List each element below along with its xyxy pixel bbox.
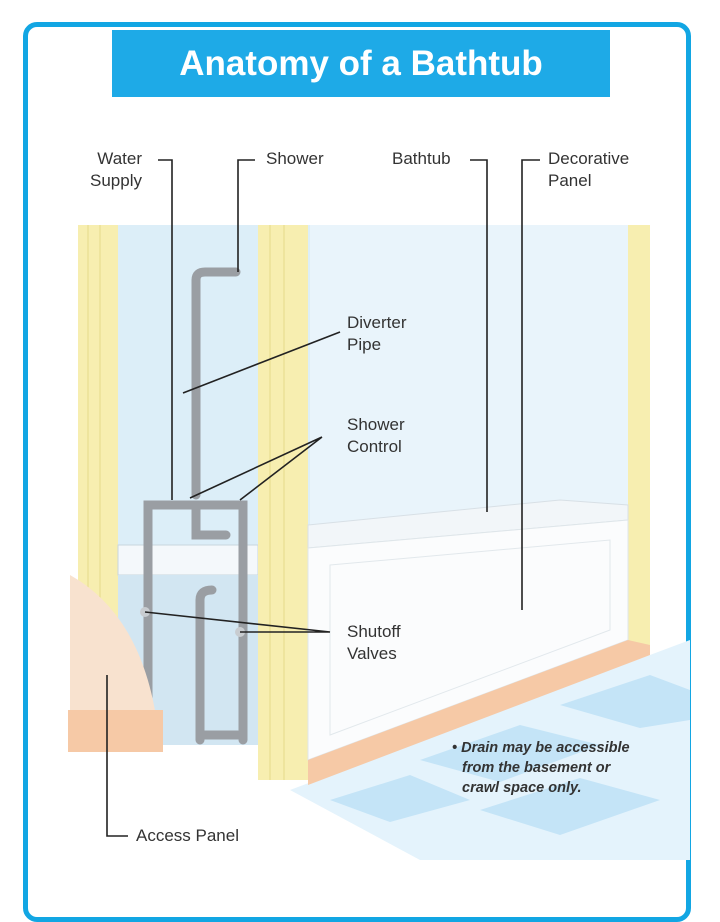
label-access-panel: Access Panel: [136, 826, 239, 845]
label-text: Shutoff: [347, 622, 401, 641]
label-text: Water: [97, 149, 142, 168]
title-banner: Anatomy of a Bathtub: [112, 30, 610, 97]
bathtub-shape: [307, 499, 650, 785]
right-wall-stud: [628, 225, 650, 645]
label-bathtub: Bathtub: [392, 149, 451, 168]
leader-lines: [106, 159, 540, 837]
note-line: crawl space only.: [462, 780, 582, 796]
label-text: Pipe: [347, 335, 382, 354]
drain-note: • Drain may be accessible from the basem…: [452, 738, 630, 798]
label-text: Decorative: [548, 149, 630, 168]
label-text: Supply: [90, 171, 142, 190]
bathtub-illustration: [68, 159, 690, 860]
note-line: • Drain may be accessible: [452, 740, 630, 756]
label-text: Valves: [347, 644, 397, 663]
page-title: Anatomy of a Bathtub: [179, 43, 543, 83]
note-line: from the basement or: [462, 760, 611, 776]
access-panel: [70, 575, 160, 750]
label-shower: Shower: [266, 149, 324, 168]
label-text: Shower: [347, 415, 405, 434]
middle-wall-stud: [258, 225, 308, 780]
label-text: Panel: [548, 171, 592, 190]
floor-tiles: [290, 640, 690, 860]
label-text: Control: [347, 437, 402, 456]
label-text: Diverter: [347, 313, 407, 332]
